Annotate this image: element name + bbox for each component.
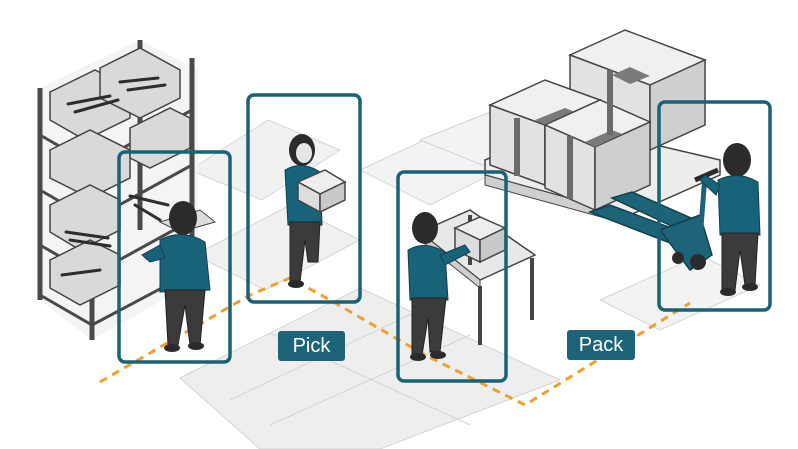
worker-carrying-box bbox=[284, 134, 347, 288]
pallet-of-boxes bbox=[484, 29, 721, 226]
frame-worker-pallet-jack bbox=[657, 100, 772, 312]
frame-worker-shelf bbox=[117, 150, 232, 364]
worker-pallet-jack bbox=[699, 143, 761, 296]
highlight-frames bbox=[117, 93, 772, 383]
worker-shelf bbox=[141, 201, 217, 352]
frame-worker-carrying bbox=[246, 93, 362, 304]
worker-packing bbox=[407, 212, 471, 361]
pallet-jack bbox=[587, 167, 719, 272]
pick-label: Pick bbox=[278, 331, 345, 361]
dashed-route bbox=[99, 276, 691, 407]
frame-worker-packing bbox=[396, 170, 508, 383]
pack-label: Pack bbox=[567, 330, 635, 360]
